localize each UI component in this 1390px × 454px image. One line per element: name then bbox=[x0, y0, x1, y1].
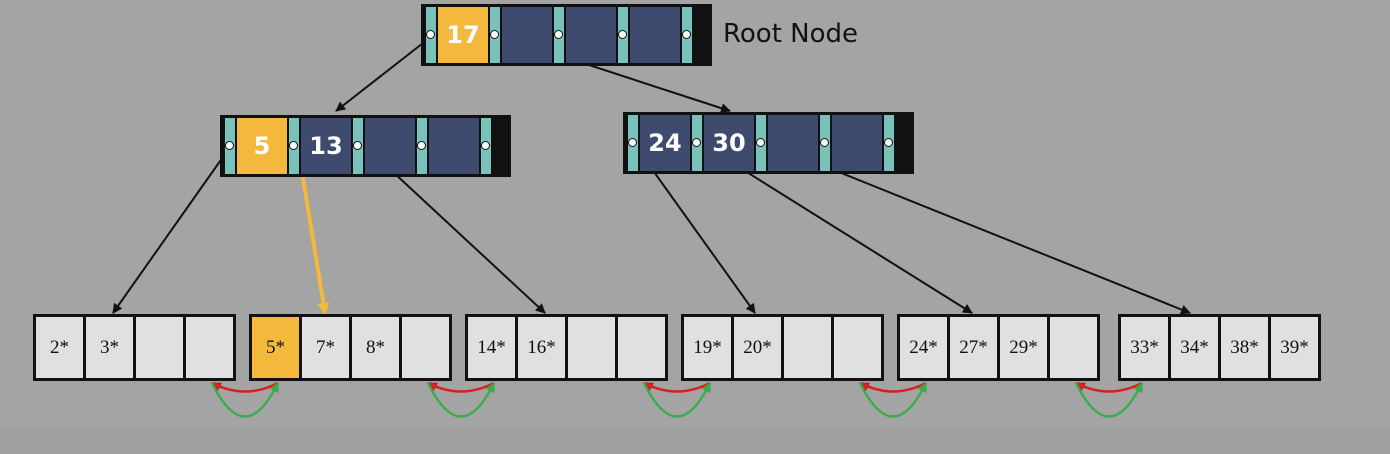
internal-right-key-1: 24 bbox=[640, 115, 690, 171]
pointer-slot bbox=[818, 115, 832, 171]
leaf-node-1: 2* 3* bbox=[33, 314, 236, 381]
next-link-1 bbox=[210, 382, 280, 418]
edge-root-to-left-internal bbox=[335, 35, 433, 112]
leaf-node-4: 19* 20* bbox=[681, 314, 884, 381]
leaf-node-3: 14* 16* bbox=[465, 314, 668, 381]
leaf-entry: 38* bbox=[1221, 317, 1268, 378]
pointer-slot bbox=[616, 7, 630, 63]
prev-link-1 bbox=[211, 381, 279, 393]
internal-right-key-4 bbox=[832, 115, 882, 171]
leaf-entry: 14* bbox=[468, 317, 515, 378]
internal-left-key-2: 13 bbox=[301, 118, 351, 174]
leaf-entry: 19* bbox=[684, 317, 731, 378]
pointer-slot bbox=[415, 118, 429, 174]
leaf-entry: 27* bbox=[950, 317, 997, 378]
leaf-entry: 16* bbox=[518, 317, 565, 378]
leaf-entry: 39* bbox=[1271, 317, 1318, 378]
leaf-entry: 3* bbox=[86, 317, 133, 378]
leaf-entry: 7* bbox=[302, 317, 349, 378]
root-key-1: 17 bbox=[438, 7, 488, 63]
leaf-node-5: 24* 27* 29* bbox=[897, 314, 1100, 381]
leaf-entry bbox=[834, 317, 881, 378]
leaf-node-2: 5* 7* 8* bbox=[249, 314, 452, 381]
prev-link-4 bbox=[859, 381, 927, 393]
root-key-4 bbox=[630, 7, 680, 63]
pointer-slot bbox=[287, 118, 301, 174]
pointer-slot bbox=[223, 118, 237, 174]
pointer-slot bbox=[351, 118, 365, 174]
pointer-slot bbox=[882, 115, 896, 171]
edge-internal-to-leaf-1 bbox=[112, 146, 231, 314]
pointer-slot bbox=[552, 7, 566, 63]
root-node: 17 bbox=[421, 4, 712, 66]
leaf-entry bbox=[136, 317, 183, 378]
leaf-entry: 34* bbox=[1171, 317, 1218, 378]
leaf-entry bbox=[618, 317, 665, 378]
root-node-label: Root Node bbox=[723, 19, 859, 49]
pointer-slot bbox=[626, 115, 640, 171]
internal-left-key-1: 5 bbox=[237, 118, 287, 174]
leaf-entry: 24* bbox=[900, 317, 947, 378]
next-link-5 bbox=[1074, 382, 1144, 418]
leaf-entry: 2* bbox=[36, 317, 83, 378]
leaf-entry: 29* bbox=[1000, 317, 1047, 378]
leaf-entry: 33* bbox=[1121, 317, 1168, 378]
leaf-entry bbox=[784, 317, 831, 378]
leaf-entry: 20* bbox=[734, 317, 781, 378]
pointer-slot bbox=[424, 7, 438, 63]
leaf-node-6: 33* 34* 38* 39* bbox=[1118, 314, 1321, 381]
prev-link-2 bbox=[427, 381, 495, 393]
pointer-slot bbox=[680, 7, 694, 63]
leaf-entry bbox=[186, 317, 233, 378]
next-link-4 bbox=[858, 382, 928, 418]
pointer-slot bbox=[479, 118, 493, 174]
leaf-entry bbox=[568, 317, 615, 378]
pointer-slot bbox=[488, 7, 502, 63]
internal-node-left: 5 13 bbox=[220, 115, 511, 177]
leaf-entry bbox=[1050, 317, 1097, 378]
leaf-entry: 8* bbox=[352, 317, 399, 378]
internal-right-key-3 bbox=[768, 115, 818, 171]
prev-link-5 bbox=[1075, 381, 1143, 393]
prev-link-3 bbox=[643, 381, 711, 393]
leaf-sibling-links bbox=[210, 381, 1144, 418]
internal-left-key-3 bbox=[365, 118, 415, 174]
leaf-entry: 5* bbox=[252, 317, 299, 378]
internal-node-right: 24 30 bbox=[623, 112, 914, 174]
next-link-3 bbox=[642, 382, 712, 418]
root-key-3 bbox=[566, 7, 616, 63]
root-key-2 bbox=[502, 7, 552, 63]
next-link-2 bbox=[426, 382, 496, 418]
internal-left-key-4 bbox=[429, 118, 479, 174]
internal-right-key-2: 30 bbox=[704, 115, 754, 171]
leaf-entry bbox=[402, 317, 449, 378]
pointer-slot bbox=[754, 115, 768, 171]
pointer-slot bbox=[690, 115, 704, 171]
